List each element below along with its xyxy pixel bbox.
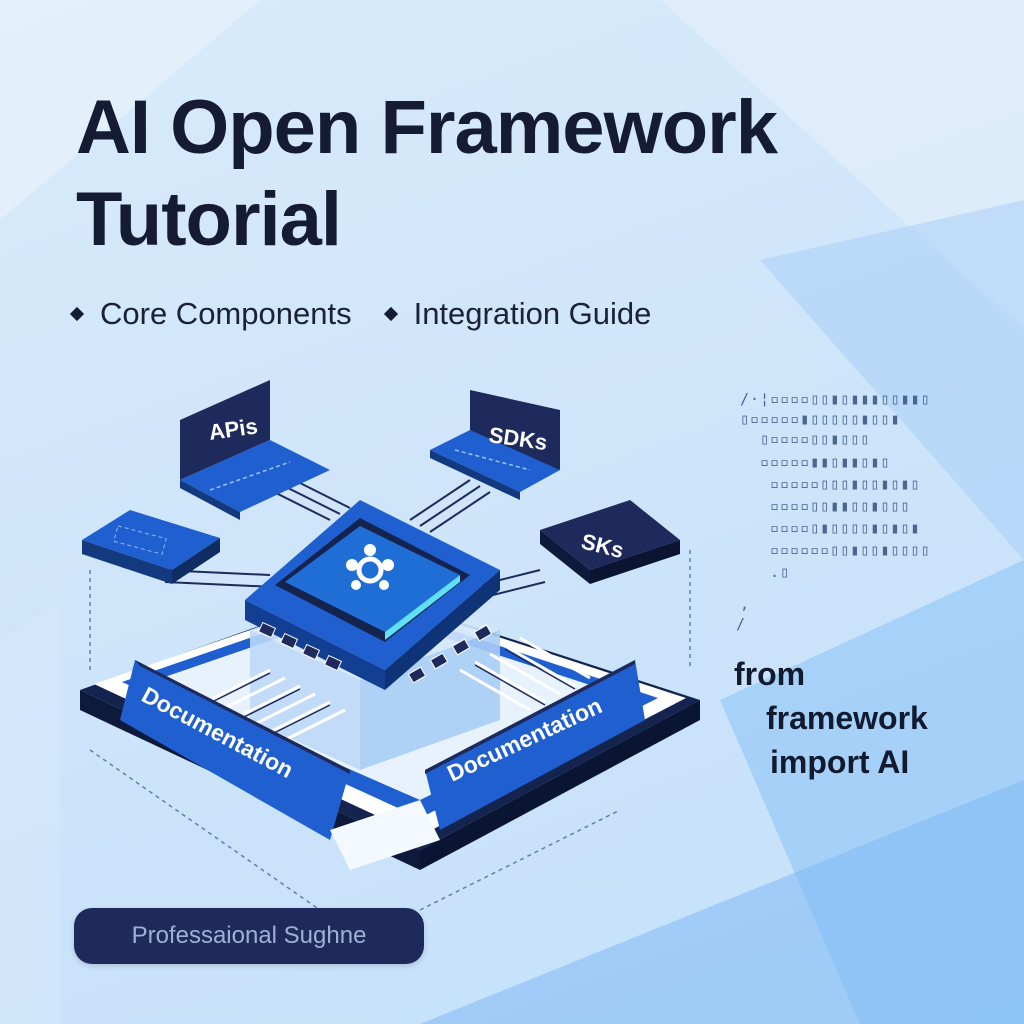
code-line: ▫▫▫▫▯▯▮▮▯▯▮▯▯▯ [770,497,911,515]
wires-dark [209,648,576,736]
code-line: .▯ [770,563,791,581]
code-line: ▫▫▫▫▫▫▯▯▮▯▯▮▯▯▯▯ [770,541,931,559]
code-line: , [740,595,751,613]
professional-badge: Professaional Sughne [74,908,424,964]
left-module [82,510,220,584]
dashed-guides [89,550,691,911]
bullet-list: Core Components Integration Guide [69,292,652,336]
sks-module [540,500,680,584]
documentation-banner-left [120,660,350,840]
gear-network-icon [346,544,394,590]
bullet-label: Core Components [100,296,352,331]
code-line: ▫▫▫▫▫▮▮▯▮▮▯▮▯ [760,453,891,471]
code-line: /·¦▫▫▫▫▯▯▮▯▮▮▮▯▯▮▮▯ [740,390,931,408]
framework-diagram: APis SDKs SKs [80,380,700,911]
code-line-from: from [734,656,806,692]
code-line: ▯▫▫▫▫▯▯▮▯▯▯ [760,430,871,448]
code-line: / [736,615,747,633]
code-line: ▫▫▫▫▫▯▯▯▮▯▯▮▯▮▯ [770,475,921,493]
documentation-banner-right [425,660,645,830]
code-line-framework: framework [766,700,928,736]
code-line-import: import AI [770,744,910,780]
badge-label: Professaional Sughne [131,922,367,949]
title-line-1: AI Open Framework [76,85,778,170]
title-line-2: Tutorial [76,177,342,262]
wires [209,636,591,742]
code-line: ▫▫▫▫▯▮▯▯▯▯▮▯▮▯▮ [770,519,921,537]
diamond-bullet-icon [383,306,398,322]
page-title: AI Open Framework Tutorial [76,82,976,266]
apis-module [180,380,330,520]
code-line: ▯▫▫▫▫▫▮▯▯▯▯▯▮▯▯▮ [740,410,901,428]
front-panel [330,800,440,870]
bullet-core-components: Core Components [69,296,352,332]
diamond-bullet-icon [69,306,85,322]
sdks-module [430,390,560,500]
bullet-label: Integration Guide [413,296,652,331]
bullet-integration-guide: Integration Guide [383,296,652,332]
